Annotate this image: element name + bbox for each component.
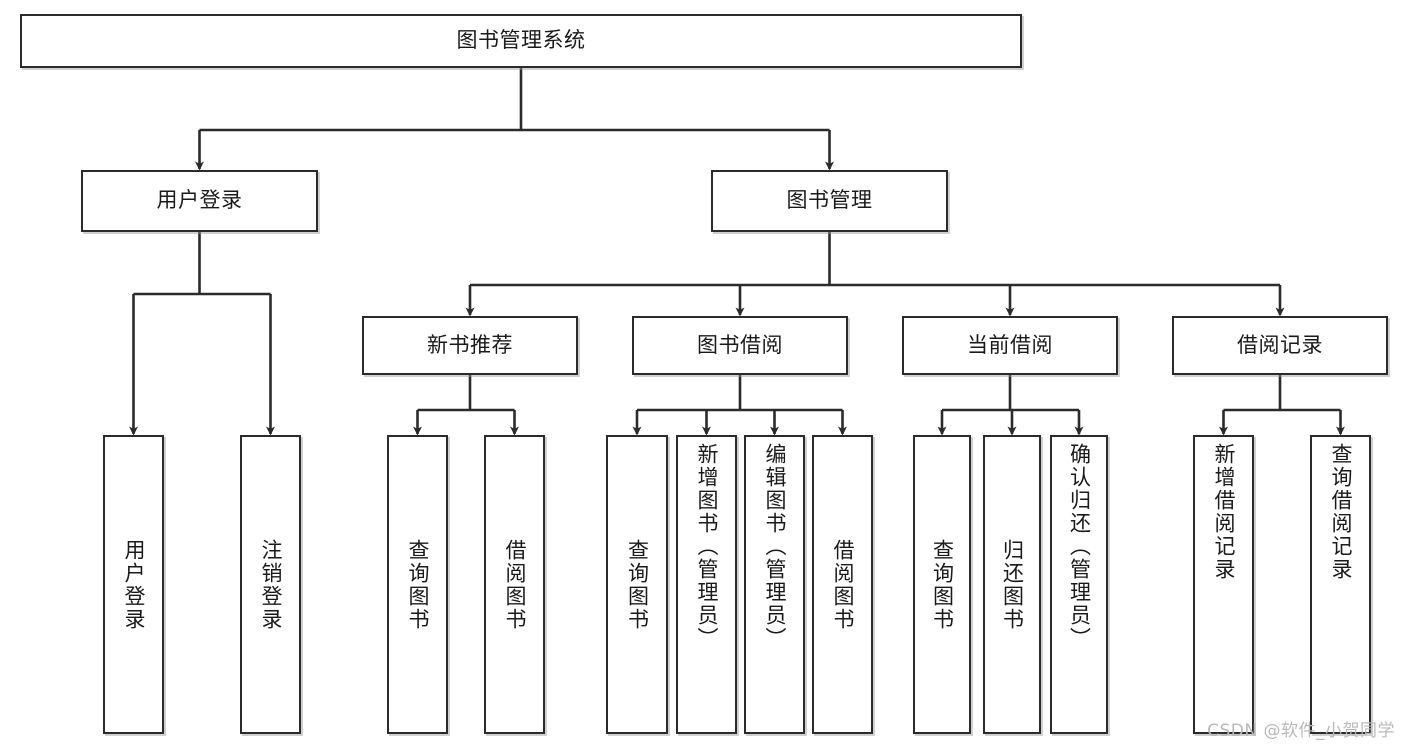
node-bookmgmt: 图书管理 xyxy=(711,170,948,232)
node-leaf-cur-2: 归还图书 xyxy=(983,435,1041,734)
node-label: 图书管理 xyxy=(786,188,873,213)
node-label: 图书借阅 xyxy=(697,332,783,357)
node-label: 新增图书（管理员） xyxy=(695,443,719,650)
node-leaf-rec-1: 新增借阅记录 xyxy=(1193,435,1254,734)
node-leaf-cur-1: 查询图书 xyxy=(913,435,971,734)
node-leaf-bor-4: 借阅图书 xyxy=(812,435,873,734)
node-label: 确认归还（管理员） xyxy=(1067,443,1092,650)
node-label: 借阅记录 xyxy=(1237,332,1323,357)
node-label: 查询图书 xyxy=(930,538,955,631)
node-leaf-new-2: 借阅图书 xyxy=(484,435,545,734)
node-leaf-bor-1: 查询图书 xyxy=(606,435,668,734)
node-label: 图书管理系统 xyxy=(456,28,586,53)
node-leaf-cur-3: 确认归还（管理员） xyxy=(1050,435,1108,734)
node-label: 借阅图书 xyxy=(503,538,527,631)
node-label: 借阅图书 xyxy=(831,538,855,631)
node-label: 查询图书 xyxy=(625,538,650,631)
node-current: 当前借阅 xyxy=(902,316,1118,375)
node-root: 图书管理系统 xyxy=(20,14,1022,68)
node-label: 当前借阅 xyxy=(967,332,1053,357)
node-leaf-login-2: 注销登录 xyxy=(240,435,301,734)
node-newbook: 新书推荐 xyxy=(362,316,578,375)
node-login: 用户登录 xyxy=(81,170,318,232)
node-label: 注销登录 xyxy=(259,538,283,631)
node-borrow: 图书借阅 xyxy=(632,316,848,375)
node-label: 归还图书 xyxy=(1000,538,1025,631)
node-leaf-login-1: 用户登录 xyxy=(103,435,164,734)
node-records: 借阅记录 xyxy=(1172,316,1388,375)
node-leaf-new-1: 查询图书 xyxy=(387,435,448,734)
node-leaf-bor-2: 新增图书（管理员） xyxy=(676,435,737,734)
node-label: 编辑图书（管理员） xyxy=(763,443,787,650)
node-label: 新增借阅记录 xyxy=(1212,443,1236,581)
node-label: 新书推荐 xyxy=(427,332,513,357)
node-label: 查询图书 xyxy=(406,538,430,631)
watermark-text: CSDN @软件_小贺同学 xyxy=(1207,721,1395,741)
node-leaf-rec-2: 查询借阅记录 xyxy=(1310,435,1371,734)
node-leaf-bor-3: 编辑图书（管理员） xyxy=(744,435,805,734)
node-label: 查询借阅记录 xyxy=(1329,443,1353,581)
node-label: 用户登录 xyxy=(156,188,243,213)
node-label: 用户登录 xyxy=(122,538,146,631)
